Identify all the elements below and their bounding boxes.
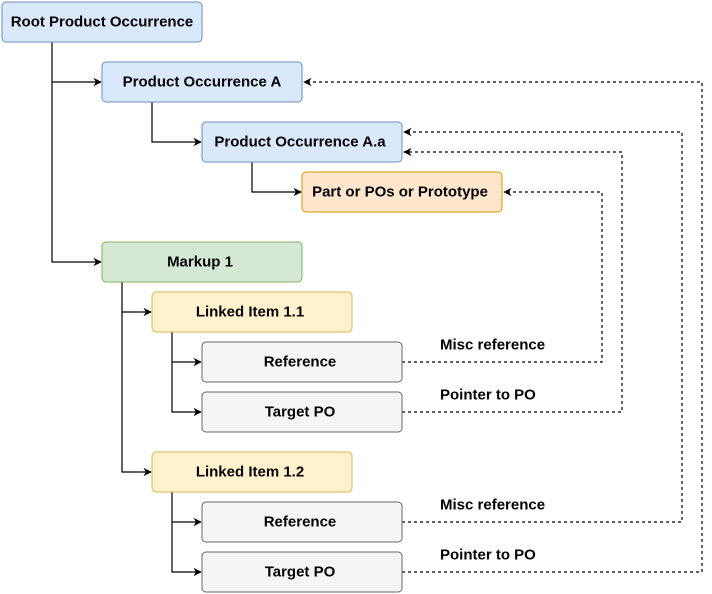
edge-ref-1-to-prototype bbox=[402, 187, 603, 363]
node-po-a[interactable]: Product Occurrence A bbox=[101, 61, 303, 103]
node-target-1[interactable]: Target PO bbox=[201, 391, 403, 433]
edge-root-to-po-a bbox=[51, 42, 102, 87]
node-markup-label: Markup 1 bbox=[167, 254, 233, 271]
tree-connectors bbox=[51, 42, 302, 577]
reference-connectors bbox=[303, 77, 703, 573]
node-po-a-label: Product Occurrence A bbox=[123, 74, 282, 91]
node-ref-2-label: Reference bbox=[264, 514, 337, 531]
edge-markup-to-linked-2 bbox=[121, 312, 152, 477]
edge-po-a-to-po-aa bbox=[151, 102, 202, 147]
edge-target-1-to-po-aa bbox=[402, 147, 623, 413]
edge-linked-1-to-ref-1 bbox=[171, 332, 202, 367]
node-po-aa[interactable]: Product Occurrence A.a bbox=[201, 121, 403, 163]
node-markup-box bbox=[101, 241, 303, 283]
node-target-1-box bbox=[201, 391, 403, 433]
edge-linked-2-to-target-2 bbox=[171, 522, 202, 577]
edge-po-aa-to-prototype bbox=[251, 162, 302, 197]
edge-label-misc-reference-1: Misc reference bbox=[440, 337, 545, 354]
node-root-box bbox=[1, 1, 203, 43]
node-po-aa-box bbox=[201, 121, 403, 163]
node-ref-1-label: Reference bbox=[264, 354, 337, 371]
node-prototype-label: Part or POs or Prototype bbox=[312, 184, 488, 201]
node-target-2-box bbox=[201, 551, 403, 593]
node-po-aa-label: Product Occurrence A.a bbox=[214, 134, 386, 151]
edge-label-misc-reference-2: Misc reference bbox=[440, 497, 545, 514]
node-prototype[interactable]: Part or POs or Prototype bbox=[301, 171, 503, 213]
node-target-1-label: Target PO bbox=[265, 404, 336, 421]
edge-label-pointer-to-po-1: Pointer to PO bbox=[440, 387, 536, 404]
node-root[interactable]: Root Product Occurrence bbox=[1, 1, 203, 43]
node-ref-2-box bbox=[201, 501, 403, 543]
node-ref-1[interactable]: Reference bbox=[201, 341, 403, 383]
edge-target-2-to-po-a bbox=[303, 77, 703, 573]
node-prototype-box bbox=[301, 171, 503, 213]
node-target-2[interactable]: Target PO bbox=[201, 551, 403, 593]
edge-linked-2-to-ref-2 bbox=[171, 492, 202, 527]
node-linked-2-label: Linked Item 1.2 bbox=[196, 464, 304, 481]
edge-linked-1-to-target-1 bbox=[171, 362, 202, 417]
edge-label-pointer-to-po-2: Pointer to PO bbox=[440, 547, 536, 564]
node-markup[interactable]: Markup 1 bbox=[101, 241, 303, 283]
node-linked-2[interactable]: Linked Item 1.2 bbox=[151, 451, 353, 493]
node-linked-1[interactable]: Linked Item 1.1 bbox=[151, 291, 353, 333]
edge-root-to-markup bbox=[51, 82, 102, 267]
node-linked-1-box bbox=[151, 291, 353, 333]
edge-markup-to-linked-1 bbox=[121, 282, 152, 317]
node-linked-2-box bbox=[151, 451, 353, 493]
node-linked-1-label: Linked Item 1.1 bbox=[196, 304, 304, 321]
node-target-2-label: Target PO bbox=[265, 564, 336, 581]
node-root-label: Root Product Occurrence bbox=[11, 14, 194, 31]
node-ref-1-box bbox=[201, 341, 403, 383]
node-po-a-box bbox=[101, 61, 303, 103]
edge-ref-2-to-po-aa bbox=[402, 127, 683, 523]
node-ref-2[interactable]: Reference bbox=[201, 501, 403, 543]
